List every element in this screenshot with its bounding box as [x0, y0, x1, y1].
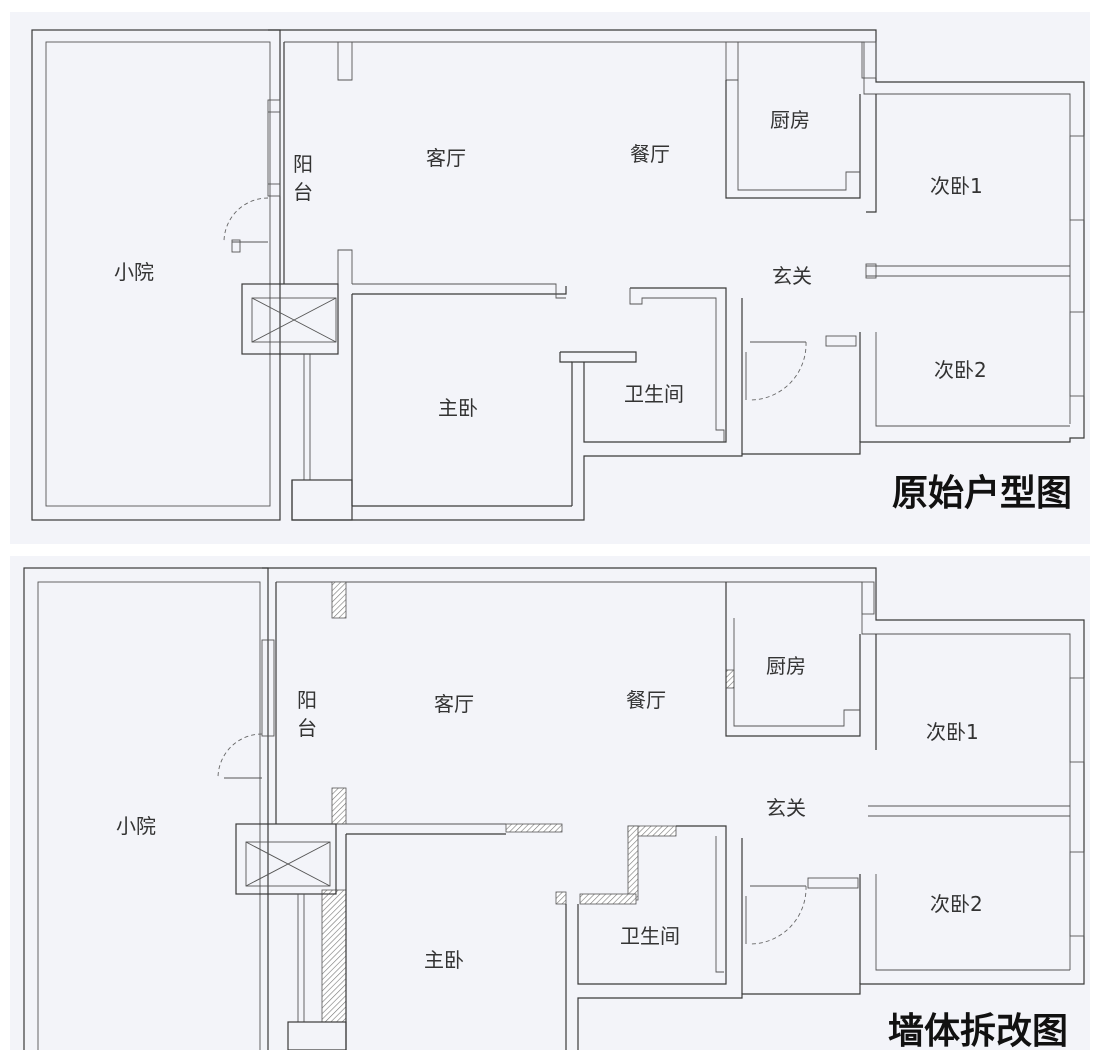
entry-cabinet — [825, 335, 857, 347]
house-outline — [268, 29, 1085, 521]
entrance-door — [749, 341, 807, 401]
kitchen-wall-inner — [733, 618, 860, 727]
master-top-wall-inner — [352, 283, 566, 299]
yard-wall-inner — [45, 41, 271, 507]
entrance-door — [749, 885, 807, 945]
balcony-door — [217, 733, 263, 779]
yard-wall-inner — [37, 581, 261, 1050]
bathroom-wall — [583, 287, 727, 443]
yard-wall — [31, 29, 281, 521]
room-label-bedroom3: 次卧2 — [934, 358, 987, 382]
bedroom2-window — [1069, 851, 1085, 937]
bedroom2-wall-inner — [875, 332, 1070, 427]
room-label-living: 客厅 — [426, 146, 466, 170]
new-wall-hatch — [321, 889, 347, 1023]
house-outline — [262, 567, 1085, 1050]
entry-cabinet — [807, 877, 859, 889]
new-wall-hatch — [331, 581, 347, 619]
room-label-yard: 小院 — [114, 260, 154, 284]
new-wall-hatch — [505, 823, 563, 833]
room-label-master: 主卧 — [424, 948, 464, 972]
wall-modification-plan: 小院 阳台 客厅 餐厅 厨房 次卧1 玄关 次卧2 主卧 卫生间 墙体拆改图 — [10, 556, 1090, 1050]
master-stub — [559, 352, 572, 363]
room-label-bedroom2: 次卧1 — [930, 174, 983, 198]
new-wall-hatch — [555, 891, 567, 905]
room-label-bathroom: 卫生间 — [624, 382, 684, 406]
column-stub — [725, 42, 739, 81]
master-top-wall — [352, 286, 567, 295]
kitchen-wall-inner — [737, 80, 860, 191]
shaft — [251, 297, 337, 343]
column-stub — [337, 42, 353, 81]
room-label-bedroom2: 次卧1 — [926, 720, 979, 744]
plan-title-original: 原始户型图 — [892, 473, 1073, 514]
original-plan-drawing — [31, 29, 1085, 521]
bedroom1-wall — [866, 94, 877, 213]
bedroom2-window — [1069, 311, 1085, 397]
room-label-balcony: 阳台 — [293, 152, 313, 204]
shaft — [245, 841, 331, 887]
new-wall-hatch — [331, 787, 347, 825]
shaft-outer — [235, 823, 337, 895]
room-label-living: 客厅 — [434, 692, 474, 716]
balcony-window — [261, 639, 275, 737]
bedroom1-window — [1069, 135, 1085, 221]
kitchen-window — [861, 581, 875, 615]
door-handle — [231, 239, 241, 253]
corridor-end — [291, 479, 353, 521]
kitchen-wall — [725, 80, 861, 199]
room-label-dining: 餐厅 — [626, 688, 666, 712]
bedroom2-wall-inner — [875, 874, 1070, 971]
original-floor-plan: 小院 阳台 客厅 餐厅 厨房 次卧1 玄关 次卧2 主卧 卫生间 原始户型图 — [10, 12, 1090, 544]
kitchen-wall — [725, 582, 861, 737]
yard-wall — [23, 567, 269, 1050]
room-label-master: 主卧 — [438, 396, 478, 420]
shaft-cross — [251, 297, 337, 343]
shaft-outer — [241, 283, 339, 355]
door-stub — [865, 263, 877, 279]
room-label-dining: 餐厅 — [630, 142, 670, 166]
corridor-end — [287, 1021, 347, 1050]
bathroom-wall — [577, 825, 727, 985]
original-outer-walls — [31, 29, 1085, 521]
shaft-cross — [245, 841, 331, 887]
room-label-entrance: 玄关 — [766, 796, 806, 820]
new-wall-hatch — [725, 669, 735, 689]
room-label-bathroom: 卫生间 — [620, 924, 680, 948]
modified-walls — [23, 567, 1085, 1050]
room-label-kitchen: 厨房 — [766, 654, 806, 678]
new-wall-hatch — [627, 825, 639, 901]
master-right-wall — [560, 351, 637, 506]
room-label-entrance: 玄关 — [772, 264, 812, 288]
room-label-bedroom3: 次卧2 — [930, 892, 983, 916]
new-wall-hatch — [579, 893, 637, 905]
room-label-balcony: 阳台 — [297, 688, 317, 740]
modified-plan-drawing — [23, 567, 1085, 1050]
room-label-kitchen: 厨房 — [770, 108, 810, 132]
kitchen-window — [861, 41, 877, 79]
bedroom1-window — [1069, 677, 1085, 763]
bathroom-wall-inner — [715, 836, 724, 973]
plan-title-modified: 墙体拆改图 — [888, 1011, 1069, 1052]
bathroom-wall-inner — [629, 288, 725, 442]
balcony-door — [223, 197, 269, 243]
living-divider — [284, 249, 353, 285]
balcony-window — [267, 99, 281, 197]
room-label-yard: 小院 — [116, 814, 156, 838]
